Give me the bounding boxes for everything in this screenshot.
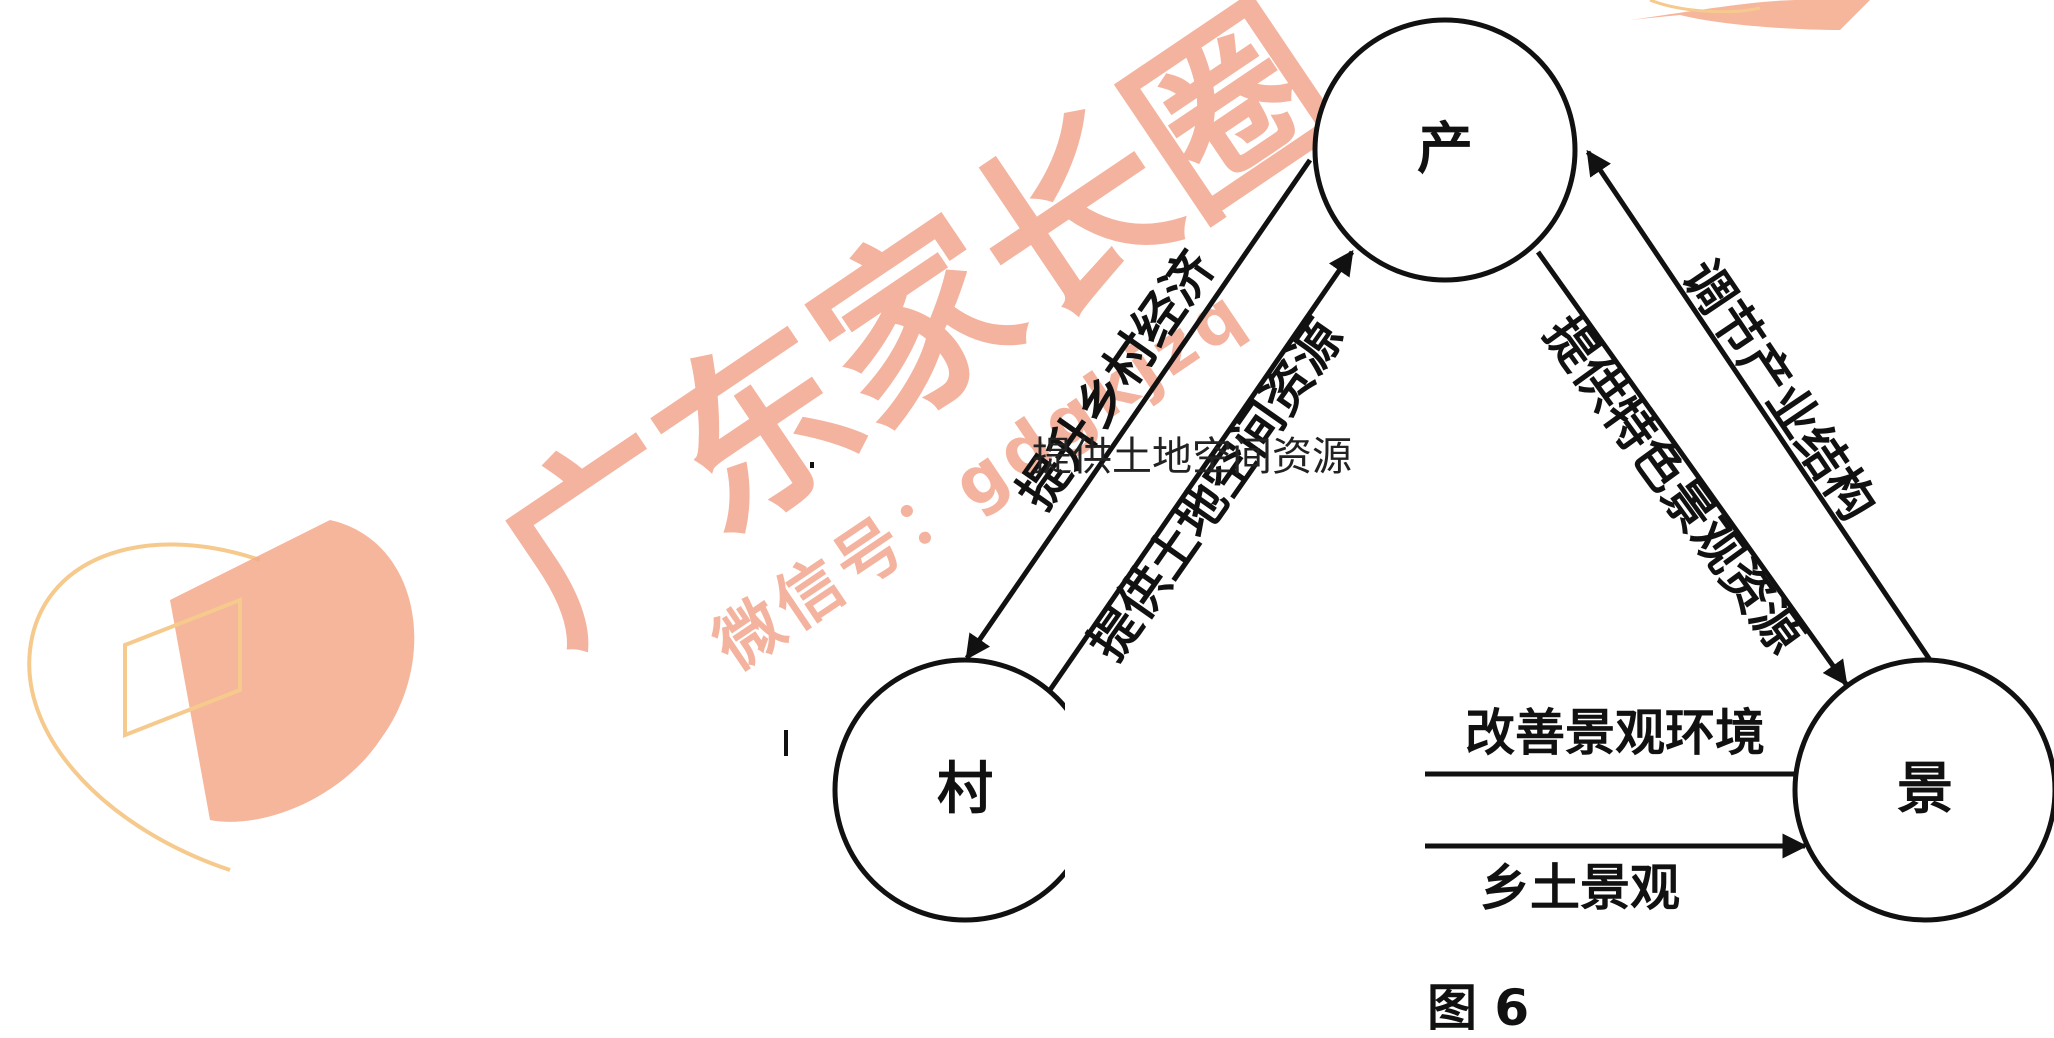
- node-right-circle: [1792, 657, 2054, 923]
- blank-patch: [1065, 700, 1425, 1038]
- stray-mark: [784, 730, 788, 756]
- edge-bottom-lower-label: 乡土景观: [1480, 859, 1680, 917]
- node-left: 村: [832, 657, 1098, 923]
- edge-right-inner-line: [1535, 250, 1849, 687]
- edge-left-outer-line: [964, 158, 1313, 661]
- node-left-label: 村: [937, 757, 993, 822]
- node-top-circle: [1312, 17, 1578, 283]
- edge-bottom-upper-label: 改善景观环境: [1465, 704, 1765, 762]
- node-top-label: 产: [1417, 117, 1473, 182]
- stray-mark: [810, 462, 814, 468]
- node-right: 景: [1792, 657, 2054, 923]
- edge-right-outer-line: [1585, 149, 1933, 662]
- figure-caption: 图 6: [1427, 979, 1529, 1037]
- overlay-label: 提供土地空间资源: [1032, 434, 1352, 480]
- node-top: 产: [1312, 17, 1578, 283]
- watermark-logo: [27, 0, 1870, 872]
- edge-left-inner-line: [1047, 249, 1355, 692]
- node-right-label: 景: [1897, 757, 1953, 822]
